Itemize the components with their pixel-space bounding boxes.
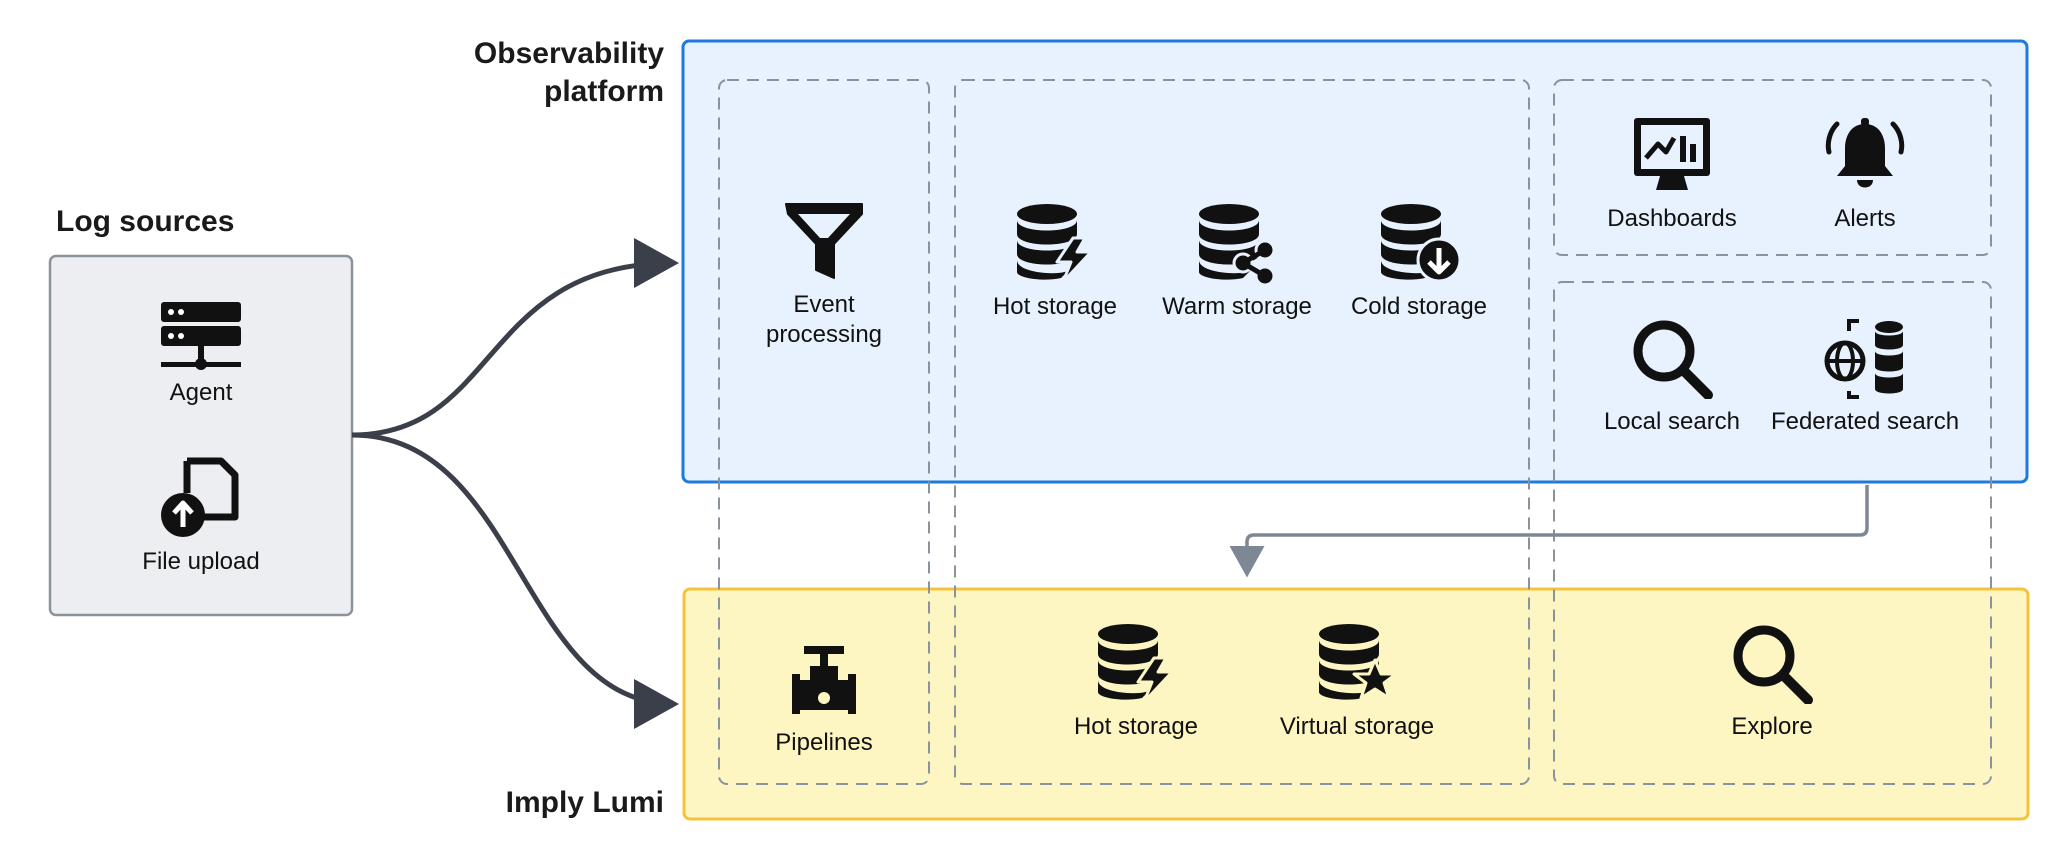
observability-title-line1: Observability [473, 37, 664, 70]
globe-database-icon [1824, 319, 1903, 399]
database-share-icon [1199, 204, 1276, 284]
lumi-panel [682, 587, 2030, 821]
lumi-hot-storage-label: Hot storage [1073, 713, 1199, 740]
virtual-storage-node: Virtual storage [1257, 622, 1457, 742]
explore-node: Explore [1672, 622, 1872, 742]
federated-connector [1229, 485, 1869, 578]
alerts-label: Alerts [1834, 205, 1896, 232]
obs-hot-storage-label: Hot storage [992, 293, 1118, 320]
visualize-group [1553, 79, 1992, 256]
monitor-chart-icon [1634, 118, 1710, 190]
obs-cold-storage-node: Cold storage [1319, 202, 1519, 322]
log-sources-title: Log sources [56, 205, 235, 238]
obs-hot-storage-node: Hot storage [955, 202, 1155, 322]
file-upload-icon [161, 457, 239, 537]
funnel-icon [785, 203, 863, 279]
event-processing-label-line2: processing [765, 321, 883, 348]
observability-title: Observability platform [400, 35, 664, 111]
event-processing-node: Event processing [724, 200, 924, 350]
local-search-label: Local search [1603, 408, 1741, 435]
agent-label: Agent [169, 379, 233, 406]
valve-icon [792, 646, 856, 714]
federated-search-node: Federated search [1765, 317, 1965, 437]
arrow-to-observability [351, 238, 679, 438]
search-icon [1733, 625, 1813, 704]
database-bolt-icon [1098, 624, 1174, 704]
obs-warm-storage-label: Warm storage [1162, 293, 1312, 320]
arrow-to-lumi [351, 432, 679, 729]
obs-warm-storage-node: Warm storage [1137, 202, 1337, 322]
bell-icon [1825, 118, 1905, 188]
server-icon [161, 302, 241, 370]
agent-node: Agent [101, 300, 301, 408]
file-upload-label: File upload [142, 548, 260, 575]
database-bolt-icon [1017, 204, 1093, 284]
lumi-title: Imply Lumi [505, 786, 664, 819]
pipelines-label: Pipelines [775, 729, 873, 756]
dashboards-node: Dashboards [1572, 114, 1772, 234]
storage-group [954, 79, 1530, 785]
database-star-icon [1319, 624, 1398, 700]
event-processing-label: Event processing [766, 290, 882, 350]
dashboards-label: Dashboards [1607, 205, 1737, 232]
ingest-group [718, 79, 930, 785]
file-upload-node: File upload [101, 455, 301, 577]
federated-search-label: Federated search [1770, 408, 1960, 435]
explore-label: Explore [1731, 713, 1813, 740]
database-download-icon [1381, 204, 1461, 283]
obs-cold-storage-label: Cold storage [1350, 293, 1488, 320]
search-group [1553, 281, 1992, 785]
search-icon [1633, 320, 1713, 399]
lumi-hot-storage-node: Hot storage [1036, 622, 1236, 742]
pipelines-node: Pipelines [724, 638, 924, 758]
local-search-node: Local search [1572, 317, 1772, 437]
observability-title-line2: platform [544, 75, 664, 108]
event-processing-label-line1: Event [793, 291, 855, 318]
virtual-storage-label: Virtual storage [1279, 713, 1435, 740]
alerts-node: Alerts [1765, 114, 1965, 234]
